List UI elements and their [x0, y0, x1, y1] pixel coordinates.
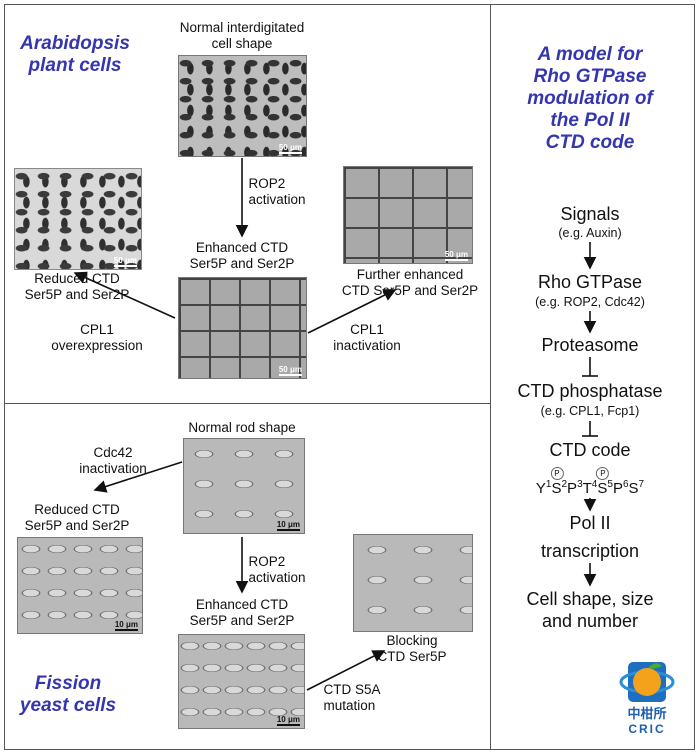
model-rho: Rho GTPase	[537, 272, 643, 292]
model-phosphatase-eg: (e.g. CPL1, Fcp1)	[540, 404, 640, 418]
yeast-top-caption: Normal rod shape	[188, 420, 296, 435]
cric-logo: 中柑所 CRIC	[618, 658, 676, 738]
micrograph-yeast-enhanced: 10 μm	[178, 634, 305, 729]
arrow-cpl1-over	[73, 271, 176, 319]
phospho-marker: P	[550, 467, 564, 480]
micrograph-yeast-blocking	[353, 534, 473, 632]
micrograph-plant-normal: 50 μm	[178, 55, 307, 157]
model-phosphatase: CTD phosphatase	[517, 381, 663, 401]
micrograph-plant-further: 50 μm	[343, 166, 473, 264]
arrow-cpl1-inact	[307, 289, 397, 334]
figure-frame	[4, 4, 695, 750]
divider-horizontal	[4, 403, 490, 404]
model-ctd-code: CTD code	[549, 440, 631, 460]
svg-text:中柑所: 中柑所	[627, 706, 666, 721]
model-signals: Signals	[560, 204, 620, 224]
model-proteasome: Proteasome	[541, 335, 639, 355]
phospho-marker: P	[596, 467, 610, 480]
micrograph-plant-enhanced: 50 μm	[178, 277, 307, 379]
micrograph-plant-reduced: 50 μm	[14, 168, 142, 270]
model-rho-eg: (e.g. ROP2, Cdc42)	[535, 295, 645, 309]
svg-text:CRIC: CRIC	[628, 722, 665, 736]
model-signals-eg: (e.g. Auxin)	[558, 226, 622, 240]
micrograph-yeast-normal: 10 μm	[183, 438, 305, 534]
arrow-s5a	[306, 650, 386, 691]
arrow-cdc42	[93, 461, 183, 493]
micrograph-yeast-reduced: 10 μm	[17, 537, 143, 634]
divider-vertical	[490, 4, 491, 750]
